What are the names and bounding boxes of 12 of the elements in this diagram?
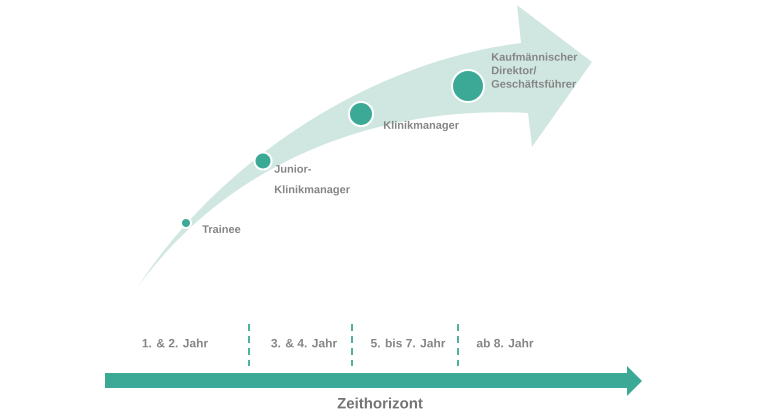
stage-label: Trainee	[202, 224, 240, 234]
axis-title: Zeithorizont	[338, 398, 423, 408]
period-label: 5. bis 7. Jahr	[370, 338, 446, 348]
period-label: 1. & 2. Jahr	[142, 338, 208, 348]
stage-dot	[254, 152, 272, 170]
stage-dot	[180, 217, 192, 229]
stage-dot	[451, 69, 485, 103]
stage-label: Klinikmanager	[384, 120, 459, 132]
stage-label: Junior- Klinikmanager	[274, 164, 350, 196]
stage-label: Kaufmännischer Direktor/ Geschäftsführer	[492, 52, 578, 88]
period-label: 3. & 4. Jahr	[271, 338, 337, 348]
period-label: ab 8. Jahr	[476, 338, 534, 348]
